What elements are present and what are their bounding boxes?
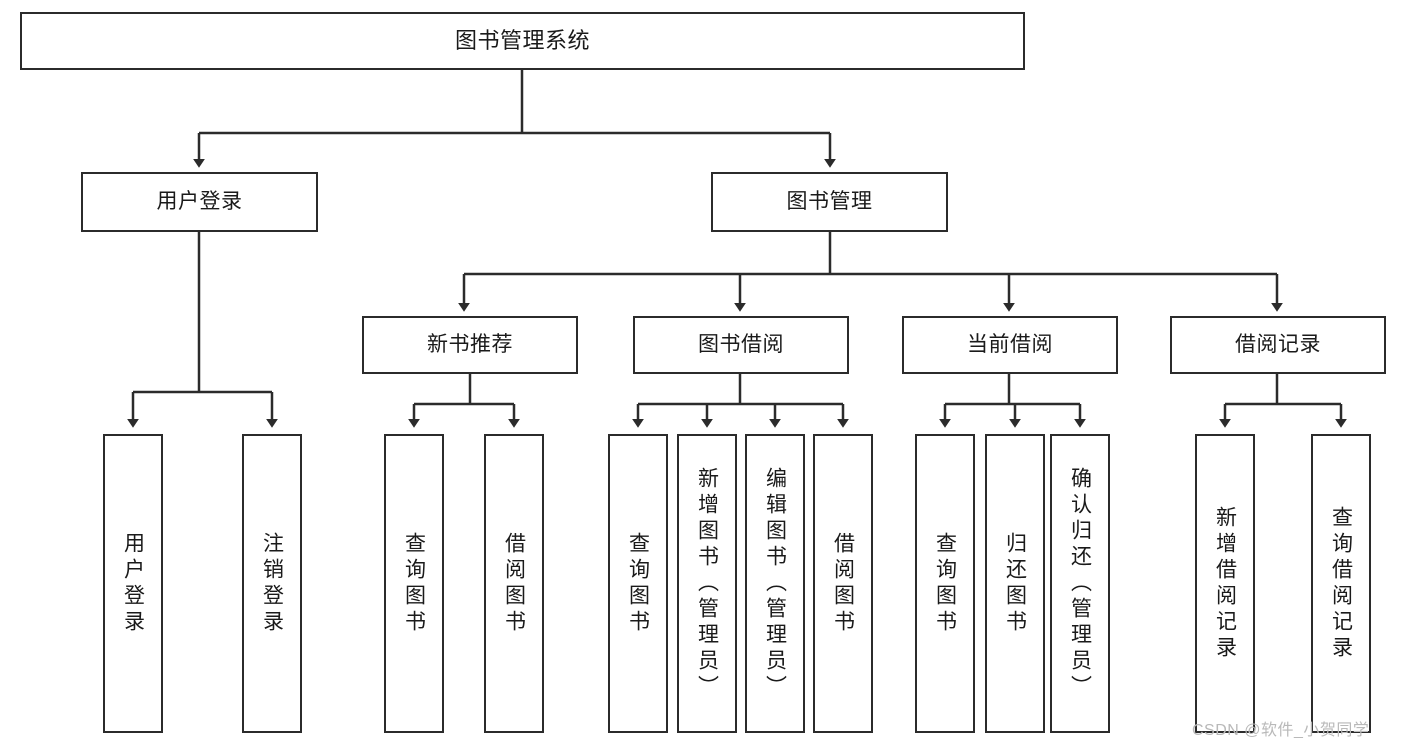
- node-leaf-borrow-book-2[interactable]: 借阅图书: [813, 434, 873, 733]
- node-leaf-add-record[interactable]: 新增借阅记录: [1195, 434, 1255, 733]
- node-label: 编辑图书（管理员）: [763, 466, 787, 701]
- node-label: 用户登录: [156, 190, 243, 214]
- node-user-login[interactable]: 用户登录: [81, 172, 318, 232]
- node-book-management[interactable]: 图书管理: [711, 172, 948, 232]
- node-borrow-record[interactable]: 借阅记录: [1170, 316, 1386, 374]
- node-label: 借阅记录: [1235, 333, 1321, 357]
- node-label: 借阅图书: [502, 531, 526, 636]
- node-label: 查询图书: [402, 531, 426, 636]
- node-book-borrow[interactable]: 图书借阅: [633, 316, 849, 374]
- node-label: 图书管理: [786, 190, 873, 214]
- node-leaf-logout[interactable]: 注销登录: [242, 434, 302, 733]
- node-label: 图书管理系统: [454, 27, 590, 53]
- node-label: 借阅图书: [831, 531, 855, 636]
- node-leaf-confirm-return[interactable]: 确认归还（管理员）: [1050, 434, 1110, 733]
- node-leaf-query-book-3[interactable]: 查询图书: [915, 434, 975, 733]
- node-label: 查询借阅记录: [1329, 505, 1353, 662]
- node-leaf-edit-book[interactable]: 编辑图书（管理员）: [745, 434, 805, 733]
- node-label: 查询图书: [933, 531, 957, 636]
- node-new-book-recommend[interactable]: 新书推荐: [362, 316, 578, 374]
- node-label: 确认归还（管理员）: [1068, 466, 1092, 701]
- node-leaf-query-book-2[interactable]: 查询图书: [608, 434, 668, 733]
- node-label: 图书借阅: [698, 333, 784, 357]
- node-label: 注销登录: [260, 531, 284, 636]
- node-leaf-user-login[interactable]: 用户登录: [103, 434, 163, 733]
- node-label: 新增借阅记录: [1213, 505, 1237, 662]
- csdn-watermark: CSDN @软件_小贺同学: [1192, 722, 1370, 739]
- node-label: 当前借阅: [967, 333, 1053, 357]
- node-leaf-borrow-book-1[interactable]: 借阅图书: [484, 434, 544, 733]
- node-label: 查询图书: [626, 531, 650, 636]
- node-label: 新书推荐: [427, 333, 513, 357]
- node-leaf-return-book[interactable]: 归还图书: [985, 434, 1045, 733]
- node-leaf-add-book[interactable]: 新增图书（管理员）: [677, 434, 737, 733]
- node-leaf-query-book-1[interactable]: 查询图书: [384, 434, 444, 733]
- node-label: 用户登录: [121, 531, 145, 636]
- node-current-borrow[interactable]: 当前借阅: [902, 316, 1118, 374]
- node-book-management-system[interactable]: 图书管理系统: [20, 12, 1025, 70]
- node-leaf-query-record[interactable]: 查询借阅记录: [1311, 434, 1371, 733]
- node-label: 归还图书: [1003, 531, 1027, 636]
- node-label: 新增图书（管理员）: [695, 466, 719, 701]
